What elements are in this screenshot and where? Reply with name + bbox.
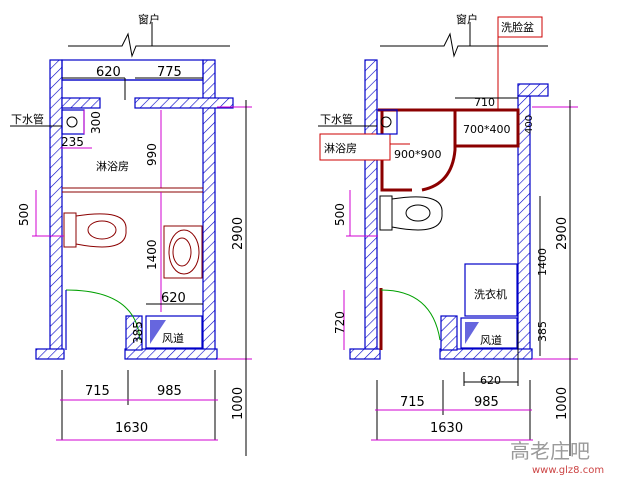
left-dim-win-right: 775 (157, 65, 182, 80)
left-dim-basin-h: 1400 (145, 239, 159, 270)
left-dim-total-w: 1630 (115, 421, 148, 436)
right-plan: 窗户 洗脸盆 710 900*900 淋浴房 700*400 400 下水管 (318, 12, 578, 456)
left-window-label: 窗户 (138, 12, 160, 26)
right-wall-bottom-l (349, 348, 381, 360)
right-dim-duct-h: 385 (536, 321, 549, 342)
left-dim-pipe-w: 235 (61, 135, 84, 149)
left-wall-mid-stub (125, 315, 143, 351)
right-washer-label: 洗衣机 (474, 287, 507, 301)
left-drain-pipe-box (61, 109, 85, 135)
right-dim-total-w: 1630 (430, 421, 463, 436)
watermark-site-name: 高老庄吧 (510, 439, 590, 463)
left-dim-total-h: 2900 (231, 217, 246, 250)
left-plan: 窗户 620 775 下水管 300 235 淋浴房 990 500 (10, 12, 252, 456)
right-shower-callout: 淋浴房 (324, 142, 357, 155)
right-dim-total-h: 2900 (555, 217, 570, 250)
left-dim-shower-h: 990 (145, 143, 159, 166)
right-dim-bottom-left: 715 (400, 395, 425, 410)
right-dim-washer-h: 1400 (536, 248, 549, 276)
left-wall-bottom-stub-l (35, 348, 65, 360)
right-duct-label: 风道 (480, 333, 502, 347)
site-watermark: 高老庄吧 www.glz8.com (510, 439, 604, 476)
right-basin-callout-box (497, 16, 543, 38)
right-dim-basin-d: 400 (524, 115, 535, 134)
left-wall-outer-left (49, 59, 63, 351)
left-dim-duct-h: 385 (131, 321, 145, 344)
right-dim-below: 1000 (555, 387, 570, 420)
left-dim-duct-w: 620 (161, 291, 186, 306)
watermark-url: www.glz8.com (532, 465, 604, 476)
right-dim-duct-w: 620 (480, 374, 501, 387)
left-dim-bottom-left: 715 (85, 384, 110, 399)
right-drain-pipe-box (376, 109, 398, 135)
left-dim-toilet-off: 500 (17, 203, 31, 226)
right-wall-left (364, 59, 378, 351)
right-shower-size: 900*900 (394, 148, 442, 161)
left-wall-top-sill (61, 97, 101, 109)
left-drain-pipe-icon (66, 116, 78, 128)
left-basin-icon (163, 225, 203, 279)
left-dim-pipe-h: 300 (89, 111, 103, 134)
left-wall-bottom-stub-r (124, 348, 218, 360)
right-dim-door-h: 720 (333, 311, 347, 334)
right-duct (460, 317, 518, 349)
right-toilet-icon (379, 195, 443, 231)
right-basin-callout: 洗脸盆 (501, 20, 534, 34)
left-pipe-label: 下水管 (11, 112, 44, 126)
left-dim-bottom-right: 985 (157, 384, 182, 399)
left-window (61, 59, 204, 81)
right-window-label: 窗户 (456, 12, 478, 26)
right-dim-toilet-off: 500 (333, 203, 347, 226)
right-dim-top-w: 710 (474, 96, 495, 109)
right-wall-mid-stub (440, 315, 458, 351)
right-wall-bottom-r (439, 348, 533, 360)
left-duct-label: 风道 (162, 331, 184, 345)
left-dim-win-left: 620 (96, 65, 121, 80)
right-pipe-label: 下水管 (320, 112, 353, 126)
left-dim-below: 1000 (231, 387, 246, 420)
left-shower-label: 淋浴房 (96, 160, 129, 173)
right-drain-pipe-icon (380, 116, 392, 128)
right-basin-size: 700*400 (463, 123, 511, 136)
left-toilet-icon (63, 212, 127, 248)
right-shower-callout-box (319, 133, 391, 161)
left-duct (145, 315, 203, 349)
right-washer (464, 263, 518, 317)
right-wall-top-r (517, 83, 549, 97)
left-wall-top-sill-r (134, 97, 234, 109)
right-dim-bottom-right: 985 (474, 395, 499, 410)
